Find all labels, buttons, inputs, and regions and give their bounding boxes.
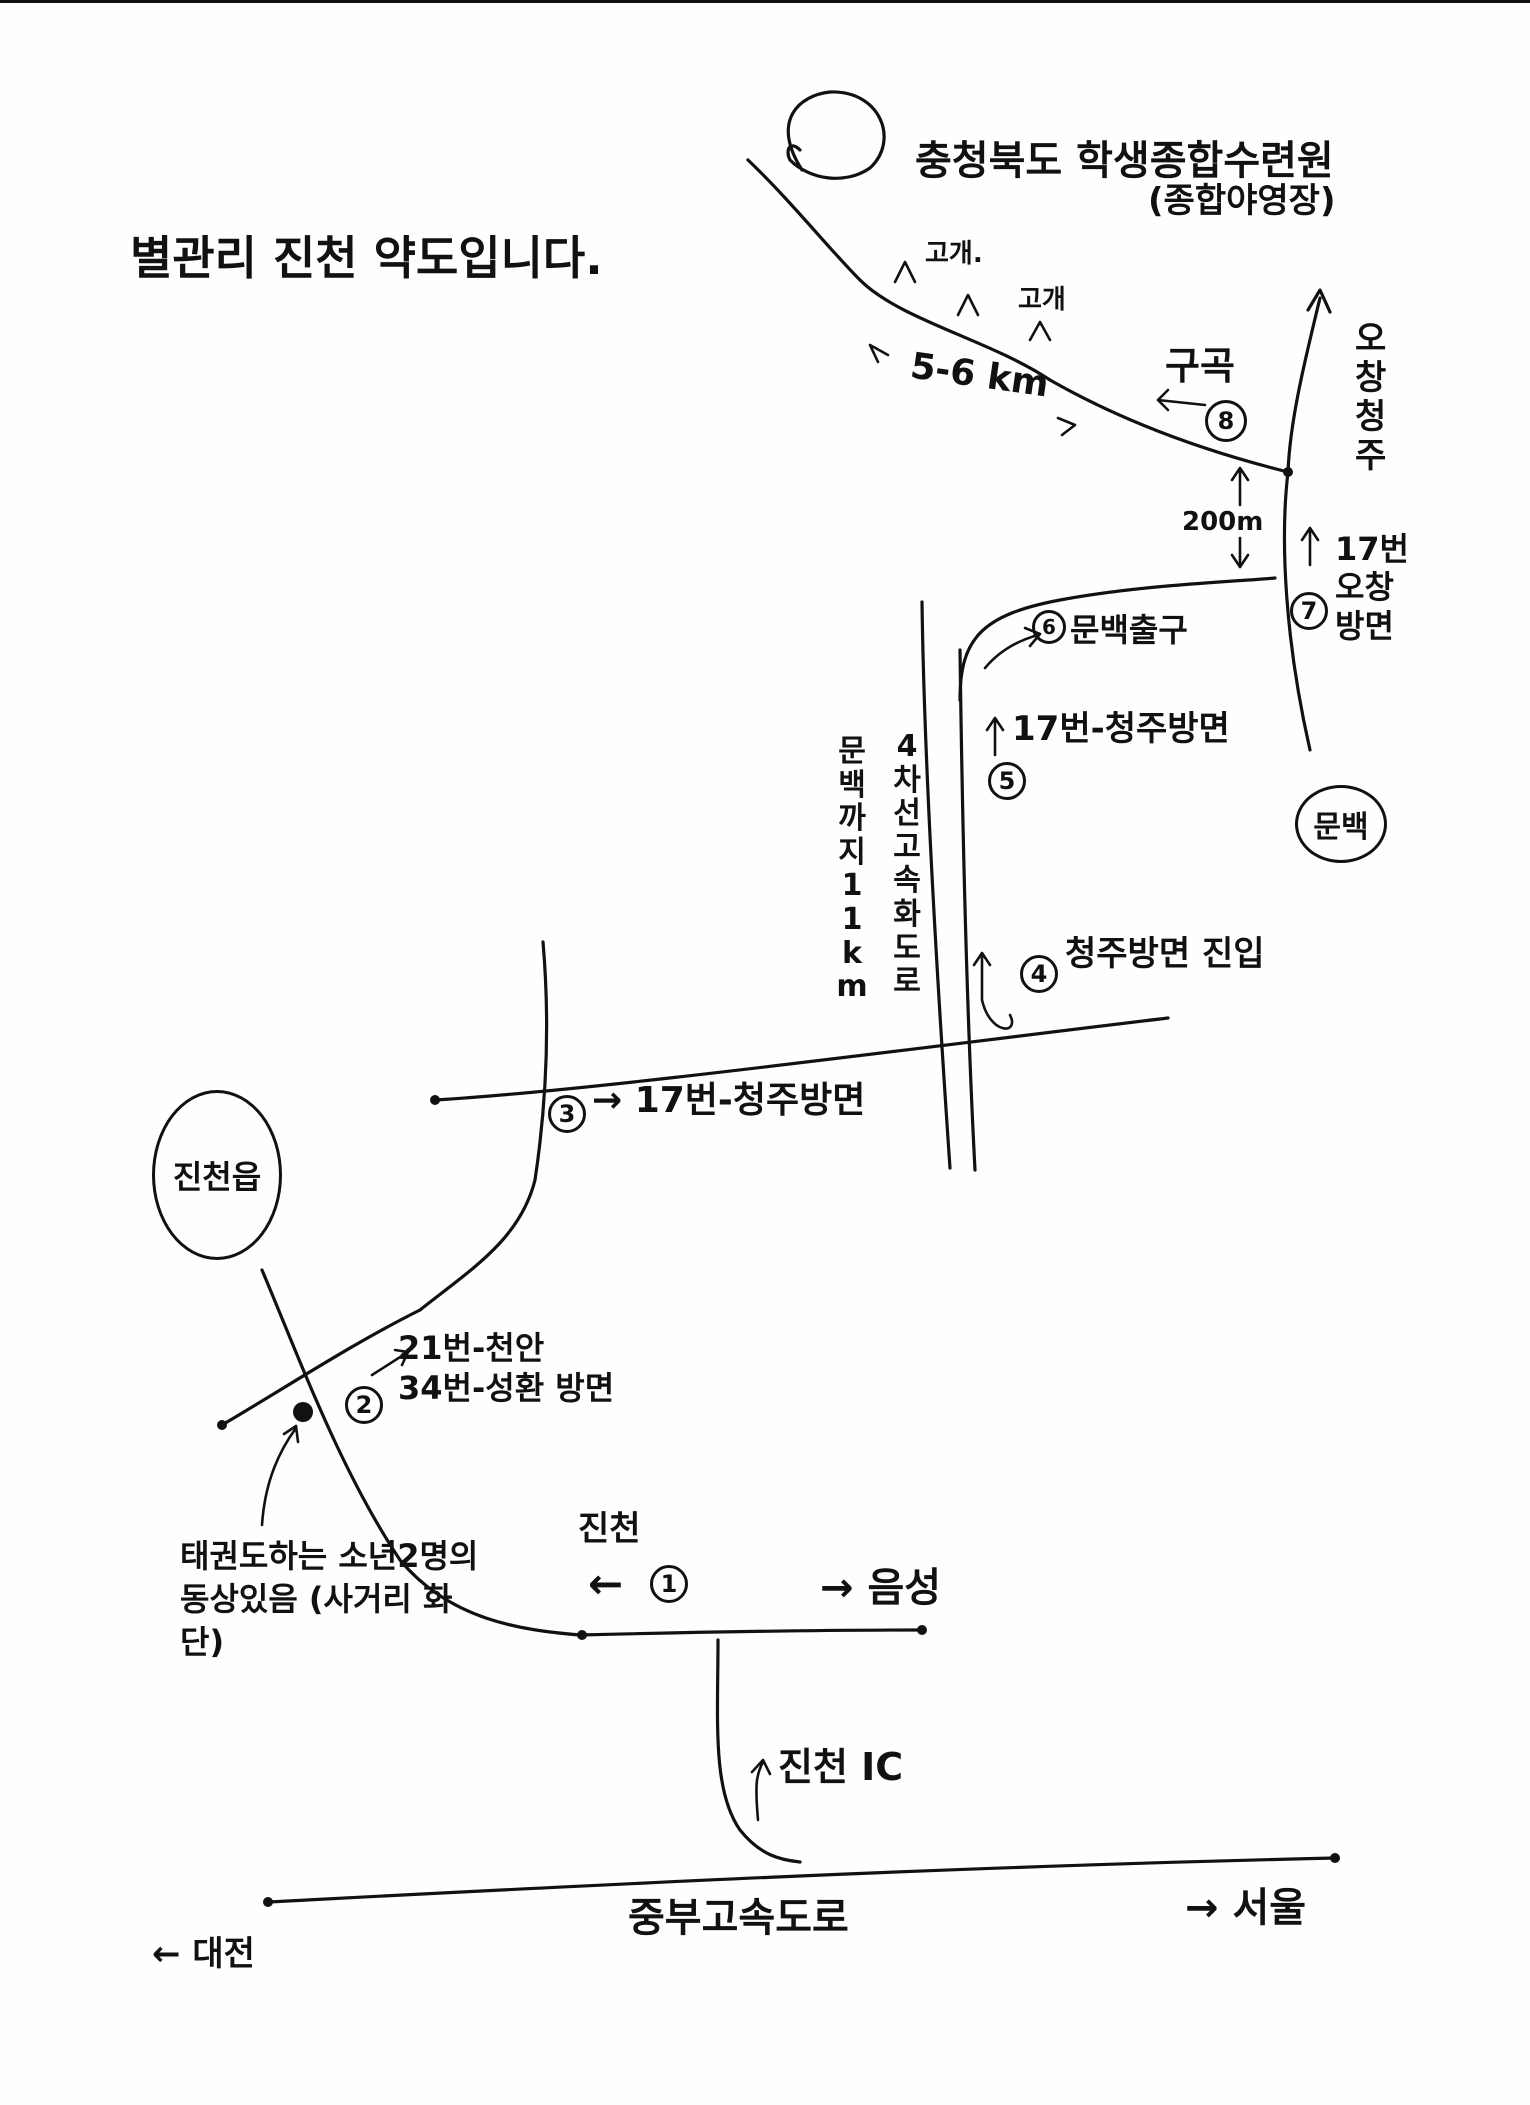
road-end-dot: [263, 1897, 273, 1907]
road-end-dot: [917, 1625, 927, 1635]
road-end-dot: [217, 1420, 227, 1430]
road-end-dot: [430, 1095, 440, 1105]
route34-label: 34번-성환 방면: [398, 1369, 615, 1407]
place-munbaek: 문백: [1295, 785, 1387, 863]
marker-8: 8: [1205, 400, 1247, 442]
route21-label: 21번-천안: [398, 1329, 545, 1367]
scan-top-border: [0, 0, 1530, 3]
gugok-label: 구곡: [1165, 344, 1235, 388]
ochang-cheongju-label: 오창 청주: [1355, 319, 1387, 477]
jincheon-ic-label: 진천 IC: [778, 1745, 904, 1789]
arrow-route17-5-icon: [985, 716, 1005, 757]
road-munbaek-exit: [958, 576, 1277, 702]
arrow-200m-down-icon: [1230, 536, 1250, 569]
road-route17: [433, 1016, 1170, 1102]
arrow-ic-icon: [750, 1758, 772, 1822]
marker-2: 2: [345, 1386, 383, 1424]
road-main-jincheon: [260, 1268, 922, 1637]
eumseong-label: → 음성: [820, 1565, 942, 1611]
marker-6: 6: [1032, 610, 1066, 644]
arrow-route21-icon: [370, 1348, 410, 1377]
cheongju-enter-label: 청주방면 진입: [1065, 934, 1265, 974]
marker-1: 1: [650, 1565, 688, 1603]
pass-label: 고개.: [925, 239, 983, 269]
road-jungbu: [266, 1856, 1337, 1904]
marker-3: 3: [548, 1095, 586, 1133]
expressway-line-left: [920, 600, 952, 1170]
pass-caret-icon: [893, 260, 917, 284]
distance-200m: 200m: [1182, 507, 1264, 537]
road-to-jincheon: [418, 940, 549, 1312]
arrow-left-icon: ←: [588, 1559, 624, 1608]
place-jincheon-eup: 진천읍: [152, 1090, 282, 1260]
expressway-line-right: [958, 648, 977, 1172]
pass-caret-icon: [956, 293, 980, 317]
arrow-up-left-icon: [868, 343, 890, 364]
route17-cheongju-label: 17번-청주방면: [1012, 709, 1230, 749]
road-ic: [715, 1638, 802, 1864]
munbaek-11km-label: 문백까지 11km: [836, 734, 868, 1005]
daejeon-label: ← 대전: [152, 1934, 255, 1974]
seoul-label: → 서울: [1185, 1885, 1307, 1931]
arrow-200m-up-icon: [1230, 466, 1250, 507]
arrow-down-right-icon: [1056, 416, 1077, 437]
marker-4: 4: [1020, 955, 1058, 993]
arrow-ochang-head: [1306, 288, 1332, 314]
pass-label: 고개: [1018, 285, 1066, 315]
road-ochang: [1282, 296, 1322, 752]
jincheon-direction-label: 진천: [578, 1509, 641, 1549]
route17-ochang-label: 17번 오창 방면: [1335, 530, 1409, 645]
jungbu-expressway-label: 중부고속도로: [628, 1895, 849, 1941]
road-end-dot: [1330, 1853, 1340, 1863]
arrow-cheongju-enter-icon: [972, 951, 1014, 1030]
road-to-camp: [746, 158, 1290, 474]
road-route21-34: [220, 1308, 422, 1427]
destination-sub: (종합야영장): [1148, 181, 1336, 221]
pass-caret-icon: [1028, 320, 1052, 342]
junction-dot: [1283, 467, 1293, 477]
landmark-dot: [293, 1402, 313, 1422]
munbaek-exit-label: 문백출구: [1070, 611, 1188, 649]
marker-5: 5: [988, 762, 1026, 800]
arrow-gugok-icon: [1156, 388, 1207, 412]
destination-circle: [786, 90, 886, 180]
arrow-landmark-icon: [260, 1424, 300, 1527]
expressway-label: 4차선 고속화도로: [893, 729, 921, 1000]
destination-name: 충청북도 학생종합수련원: [915, 138, 1334, 184]
map-title: 별관리 진천 약도입니다.: [130, 231, 603, 285]
landmark-note: 태권도하는 소년2명의 동상있음 (사거리 화단): [180, 1537, 479, 1662]
road-end-dot: [577, 1630, 587, 1640]
route17-cheongju-3-label: → 17번-청주방면: [592, 1080, 866, 1121]
marker-7: 7: [1290, 592, 1328, 630]
arrow-munbaek-exit-icon: [983, 626, 1042, 670]
arrow-route17-up-icon: [1300, 526, 1320, 567]
